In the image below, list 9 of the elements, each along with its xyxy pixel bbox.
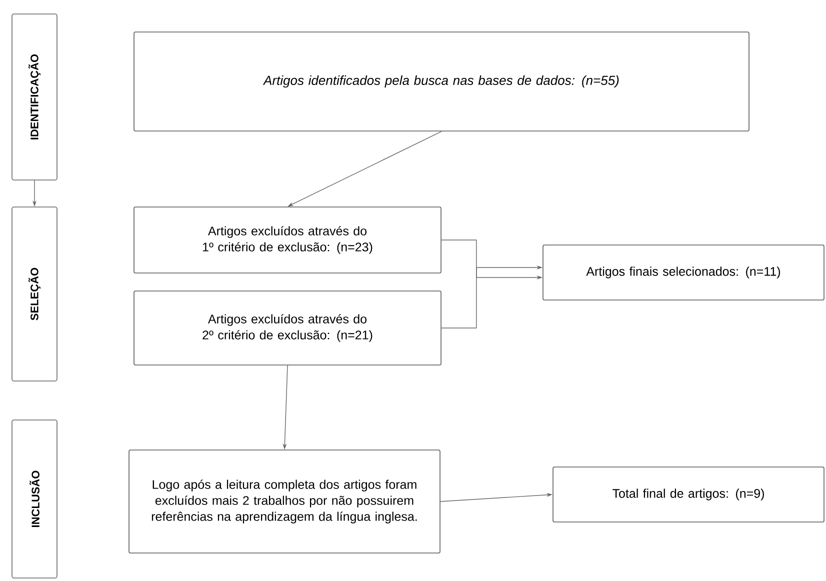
process-box: Artigos excluídos através do 1º critério de exclusão: (n=23) [134,206,442,274]
process-box: Artigos identificados pela busca nas bases de dados: (n=55) [134,32,750,132]
process-box: Total final de artigos: (n=9) [552,466,824,522]
process-box: Logo após a leitura completa dos artigos foram excluídos mais 2 trabalhos por não possuirem referências na aprendizagem da língua inglesa. [128,450,440,554]
process-box: Artigos finais selecionados: (n=11) [542,244,824,300]
phase-label-box: INCLUSÃO [12,420,58,578]
process-box: Artigos excluídos através do 2º critério de exclusão: (n=21) [134,290,442,366]
phase-label-box: IDENTIFICAÇÃO [12,14,58,180]
phase-label-box: SELEÇÃO [12,206,58,382]
